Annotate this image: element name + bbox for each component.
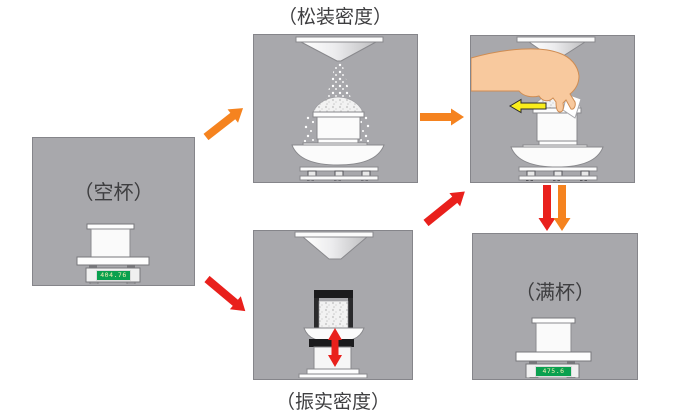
panel-full-cup: （满杯） 475.6	[472, 233, 638, 380]
scale-tab-left	[529, 361, 537, 364]
scale-platform	[515, 351, 592, 362]
scrape-level-illustration	[471, 36, 604, 181]
scale-tab-right	[127, 265, 135, 268]
funnel-icon	[300, 41, 377, 62]
arm-hand	[471, 48, 580, 113]
cup	[536, 112, 578, 142]
tap-frame-top-bar	[314, 290, 353, 298]
stand-rail-bottom	[518, 175, 598, 181]
panel-tap-density	[253, 230, 413, 380]
tap-base-lower	[298, 373, 368, 378]
cup	[316, 116, 361, 140]
full-cup-label: （满杯）	[515, 282, 595, 304]
arrow-scrape-to-full-red	[538, 185, 556, 231]
scrape-direction-arrow	[509, 98, 547, 114]
scale-foot-right	[126, 281, 136, 284]
cup-rim	[312, 111, 365, 118]
scale-lcd-display: 404.76	[96, 270, 131, 281]
stand-rail-top	[299, 166, 379, 172]
funnel-plate	[295, 36, 384, 43]
saucer-bowl	[510, 146, 604, 168]
loose-density-title: （松装密度）	[277, 7, 392, 28]
funnel-icon	[301, 236, 369, 260]
panel-empty-cup: （空杯） 404.76	[32, 137, 195, 286]
cup	[535, 322, 572, 353]
stand-feet	[307, 180, 368, 181]
arrow-tap-to-scrape	[423, 191, 465, 227]
scale-foot-left	[529, 377, 539, 378]
tap-density-illustration	[294, 231, 374, 378]
tap-powder-container	[318, 300, 349, 333]
saucer-bowl	[291, 144, 385, 166]
powder-heap	[312, 96, 364, 113]
funnel-plate	[294, 231, 374, 238]
stand-posts	[307, 170, 371, 177]
tap-motion-arrow	[328, 328, 342, 367]
powder-stream	[326, 62, 351, 99]
scale-platform	[76, 256, 150, 266]
loose-fill-illustration	[291, 36, 385, 181]
empty-cup-label: （空杯）	[73, 182, 154, 204]
scale-foot-left	[89, 281, 99, 284]
funnel-plate	[516, 36, 596, 43]
arrow-loose-to-scrape	[420, 108, 464, 126]
stand-feet	[526, 180, 587, 181]
scale-lcd-display: 475.6	[535, 366, 572, 377]
powder-spill-dots	[303, 116, 370, 146]
scale-tab-right	[567, 361, 575, 364]
cup-rim	[86, 223, 135, 230]
scale-foot-right	[566, 377, 576, 378]
tap-frame-rail-right	[348, 298, 353, 332]
tap-frame-rail-left	[314, 298, 319, 332]
panel-scrape-level	[470, 35, 635, 183]
arrow-empty-to-tap	[204, 275, 246, 312]
cup-rim	[531, 317, 576, 324]
tap-base-upper	[306, 368, 360, 375]
empty-cup-scale-illustration	[76, 223, 150, 284]
scale-tab-left	[89, 265, 97, 268]
stand-rail-bottom	[299, 175, 379, 181]
stand-rail-top	[518, 166, 598, 172]
full-cup-scale-illustration	[515, 317, 592, 378]
arrow-empty-to-loose	[203, 108, 244, 141]
panel-loose-fill	[253, 34, 418, 183]
tap-density-label: （振实密度）	[275, 392, 390, 413]
cup	[90, 228, 131, 258]
stand-posts	[526, 170, 590, 177]
arrow-scrape-to-full-orange	[553, 185, 571, 231]
